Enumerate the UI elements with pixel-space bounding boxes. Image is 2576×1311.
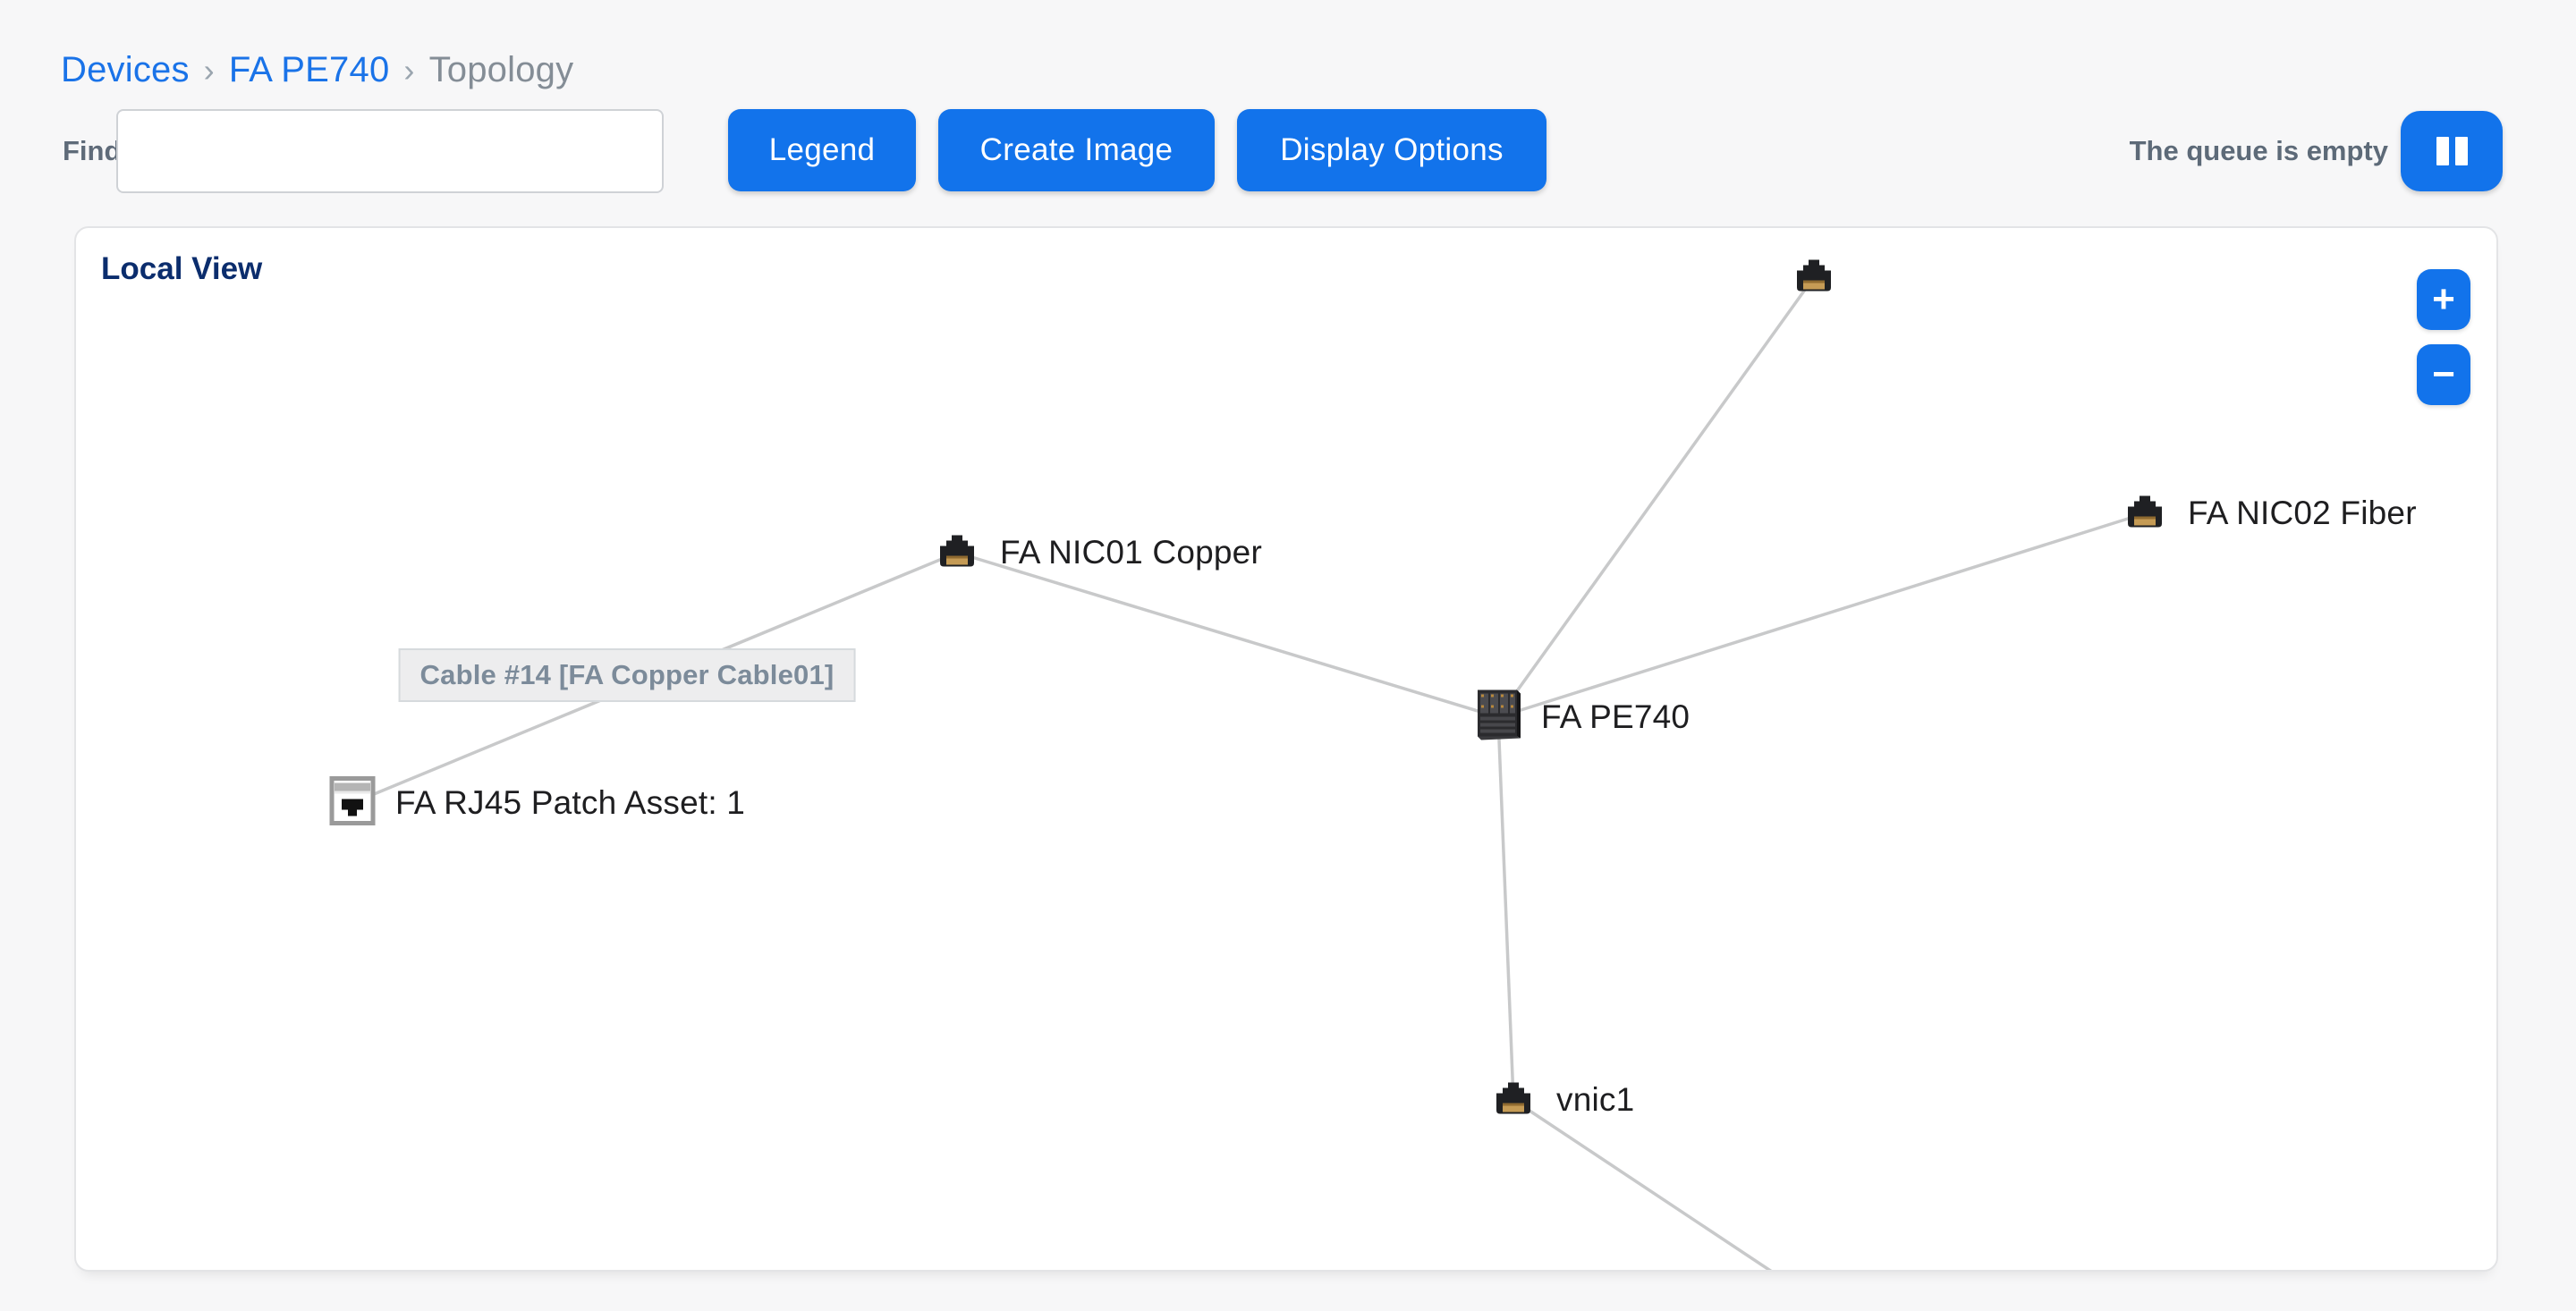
node-label: FA RJ45 Patch Asset: 1 bbox=[395, 784, 746, 821]
zoom-in-button[interactable]: + bbox=[2417, 269, 2470, 330]
toolbar: Find Legend Create Image Display Options… bbox=[0, 109, 2576, 193]
topology-edge bbox=[956, 551, 1499, 719]
zoom-out-button[interactable]: − bbox=[2417, 344, 2470, 405]
rj45-port-icon bbox=[936, 532, 978, 574]
node-label: FA NIC01 Copper bbox=[1000, 534, 1262, 571]
topology-canvas[interactable]: Local View + − FA NIC02 Fiber FA NIC01 C… bbox=[74, 226, 2498, 1272]
cable-label[interactable]: Cable #14 [FA Copper Cable01] bbox=[398, 648, 856, 702]
topology-edge bbox=[1496, 716, 1515, 1101]
find-input[interactable] bbox=[116, 109, 664, 193]
topology-edge bbox=[1496, 275, 1816, 719]
breadcrumb-devices[interactable]: Devices bbox=[61, 50, 190, 89]
node-label: FA PE740 bbox=[1541, 698, 1690, 735]
breadcrumb: Devices › FA PE740 › Topology bbox=[61, 50, 573, 90]
queue-status-text: The queue is empty bbox=[2129, 135, 2388, 166]
breadcrumb-separator: › bbox=[203, 51, 215, 89]
node-label: FA NIC02 Fiber bbox=[2188, 495, 2417, 531]
patch-panel-icon bbox=[329, 776, 376, 831]
display-options-button[interactable]: Display Options bbox=[1237, 109, 1546, 191]
rj45-port-icon bbox=[1793, 257, 1835, 299]
rj45-port-icon bbox=[1493, 1079, 1534, 1121]
breadcrumb-device-fa-pe740[interactable]: FA PE740 bbox=[228, 50, 390, 89]
topology-edge bbox=[1513, 1098, 1773, 1270]
view-title: Local View bbox=[101, 251, 263, 286]
breadcrumb-separator: › bbox=[403, 51, 415, 89]
create-image-button[interactable]: Create Image bbox=[938, 109, 1215, 191]
node-label: vnic1 bbox=[1556, 1081, 1635, 1118]
rj45-port-icon bbox=[2124, 493, 2165, 535]
pause-queue-button[interactable] bbox=[2401, 111, 2503, 191]
find-label: Find bbox=[63, 135, 122, 166]
breadcrumb-topology: Topology bbox=[428, 50, 574, 89]
server-icon bbox=[1473, 688, 1523, 748]
legend-button[interactable]: Legend bbox=[728, 109, 916, 191]
topology-edges-layer bbox=[352, 275, 2146, 1270]
topology-edge bbox=[1497, 512, 2146, 719]
pause-icon bbox=[2436, 137, 2468, 165]
